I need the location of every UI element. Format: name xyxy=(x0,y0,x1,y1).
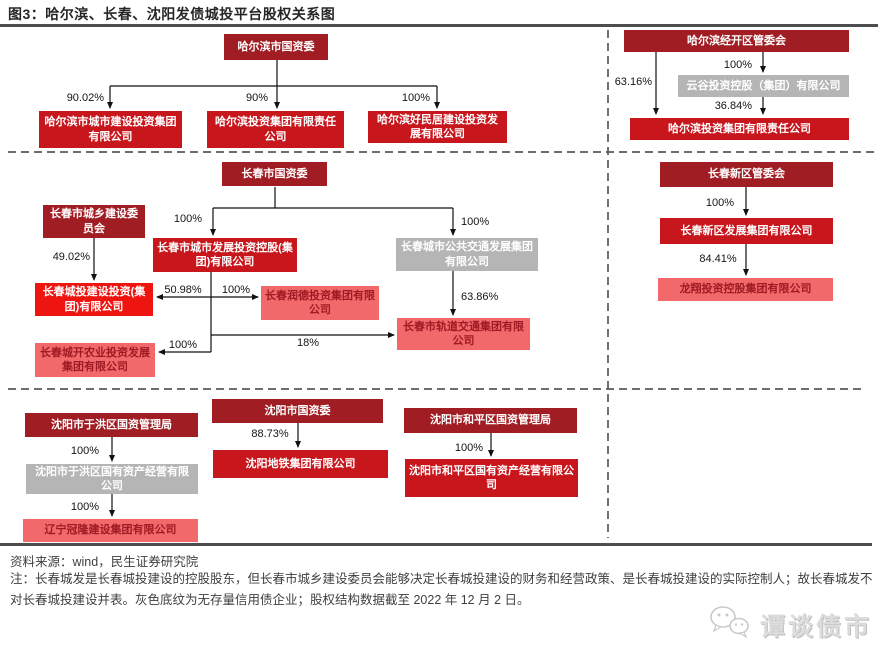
org-box-liaoning-guanlong: 辽宁冠隆建设集团有限公司 xyxy=(23,519,198,542)
wechat-icon xyxy=(708,604,752,645)
pct-label: 36.84% xyxy=(714,100,752,112)
section-divider-dashed-lines xyxy=(8,30,878,538)
org-box-shenyang-yuhong-state-assets: 沈阳市于洪区国有资产经营有限公司 xyxy=(26,464,198,494)
pct-label: 100% xyxy=(454,442,484,454)
org-box-harbin-investment-group: 哈尔滨投资集团有限责任公司 xyxy=(207,111,344,148)
pct-label: 90.02% xyxy=(66,92,104,104)
pct-label: 63.86% xyxy=(461,291,499,303)
org-box-shenyang-yuhong-sasac: 沈阳市于洪区国资管理局 xyxy=(25,413,198,437)
pct-label: 50.98% xyxy=(164,284,202,296)
pct-label: 100% xyxy=(221,284,251,296)
org-box-changchun-rail-transit: 长春市轨道交通集团有限公司 xyxy=(397,318,530,350)
org-box-changchun-chengkai-agriculture: 长春城开农业投资发展集团有限公司 xyxy=(35,343,155,377)
logo-text: 谭谈债市 xyxy=(759,612,872,641)
pct-label: 100% xyxy=(461,216,490,228)
org-box-harbin-investment-group-2: 哈尔滨投资集团有限责任公司 xyxy=(630,118,849,140)
org-box-changchun-chengtou-construction: 长春城投建设投资(集团)有限公司 xyxy=(35,283,153,316)
pct-label: 100% xyxy=(168,339,198,351)
tantanzhaishi-logo: 谭谈债市 xyxy=(708,604,872,645)
pct-label: 84.41% xyxy=(699,253,737,265)
pct-label: 49.02% xyxy=(52,251,90,263)
ownership-arrows xyxy=(91,52,766,517)
pct-label: 100% xyxy=(173,213,202,225)
pct-label: 100% xyxy=(70,445,100,457)
pct-label: 88.73% xyxy=(251,428,289,440)
org-box-harbin-etdz-committee: 哈尔滨经开区管委会 xyxy=(624,30,849,52)
org-box-changchun-urban-rural-committee: 长春市城乡建设委员会 xyxy=(43,205,145,238)
org-box-changchun-new-area-committee: 长春新区管委会 xyxy=(660,162,833,187)
org-box-shenyang-heping-state-assets: 沈阳市和平区国有资产经营有限公司 xyxy=(405,459,578,497)
org-box-harbin-haominju: 哈尔滨好民居建设投资发展有限公司 xyxy=(368,111,507,143)
figure-note: 注：长春城发是长春城投建设的控股股东，但长春市城乡建设委员会能够决定长春城投建设… xyxy=(10,572,873,607)
source-line: 资料来源：wind，民生证券研究院 xyxy=(10,555,199,569)
org-box-shenyang-metro: 沈阳地铁集团有限公司 xyxy=(213,450,388,478)
org-box-shenyang-sasac: 沈阳市国资委 xyxy=(212,399,383,423)
pct-label: 100% xyxy=(401,92,430,104)
pct-label: 63.16% xyxy=(614,76,652,88)
pct-label: 100% xyxy=(723,59,752,71)
org-box-changchun-sasac: 长春市国资委 xyxy=(222,162,327,186)
org-box-changchun-runde: 长春润德投资集团有限公司 xyxy=(261,286,379,320)
figure-title: 图3：哈尔滨、长春、沈阳发债城投平台股权关系图 xyxy=(8,6,336,22)
org-box-changchun-new-area-development: 长春新区发展集团有限公司 xyxy=(660,218,833,244)
figure-bottom-rule xyxy=(0,543,872,546)
org-box-harbin-sasac: 哈尔滨市国资委 xyxy=(224,34,328,60)
pct-label: 90% xyxy=(245,92,268,104)
pct-label: 18% xyxy=(296,337,320,349)
org-box-longxiang-holding: 龙翔投资控股集团有限公司 xyxy=(658,278,833,301)
pct-label: 100% xyxy=(705,197,735,209)
title-underline xyxy=(0,24,878,27)
org-box-changchun-public-transport: 长春城市公共交通发展集团有限公司 xyxy=(396,238,538,271)
org-box-shenyang-heping-sasac: 沈阳市和平区国资管理局 xyxy=(404,408,577,433)
org-box-harbin-urban-construction: 哈尔滨市城市建设投资集团有限公司 xyxy=(39,111,182,148)
org-box-changchun-urban-development: 长春市城市发展投资控股(集团)有限公司 xyxy=(153,238,297,272)
pct-label: 100% xyxy=(70,501,100,513)
tree-spines xyxy=(110,60,453,352)
org-box-yungu-holding: 云谷投资控股（集团）有限公司 xyxy=(678,75,849,97)
